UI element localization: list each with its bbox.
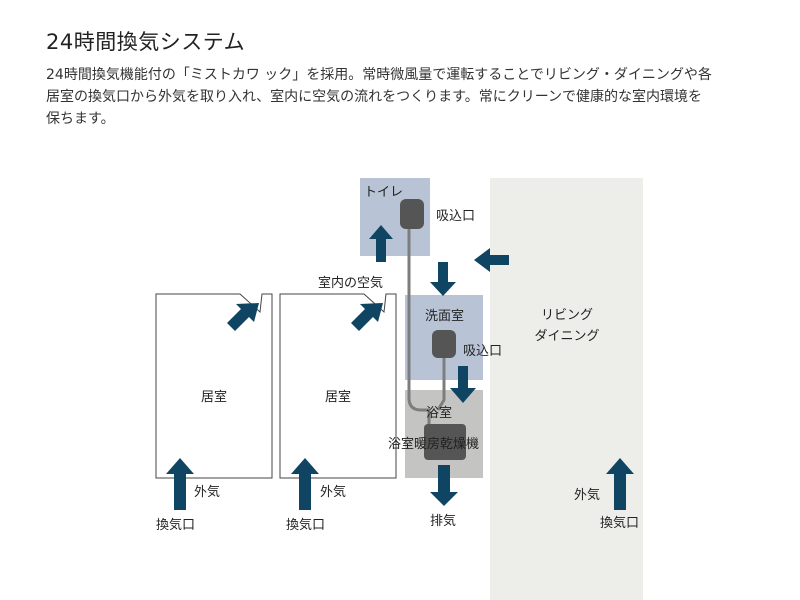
outside-air-label-1: 外気	[194, 485, 221, 500]
vent-label-2: 換気口	[286, 518, 326, 533]
living-dining-room	[490, 178, 643, 600]
bathroom-label: 浴室	[426, 406, 453, 421]
bedroom-1-air-arrow	[227, 303, 259, 331]
description-line-1: 24時間換気機能付の「ミストカワ ック」を採用。常時微風量で運転することでリビン…	[46, 67, 712, 83]
bedroom-2-label: 居室	[324, 390, 352, 405]
exhaust-down-arrow	[430, 465, 458, 506]
bedroom-1-outline	[155, 293, 273, 479]
washroom-intake-unit	[432, 330, 456, 358]
living-left-arrow	[474, 248, 509, 272]
bedroom-1-label: 居室	[200, 390, 228, 405]
toilet-label: トイレ	[364, 185, 404, 200]
exhaust-duct-branch	[436, 345, 446, 411]
bedroom-2-air-arrow	[351, 303, 383, 331]
outside-air-label-2: 外気	[320, 485, 347, 500]
vent-1-up-arrow	[166, 458, 194, 510]
washroom-down-arrow	[430, 262, 456, 296]
outside-air-label-3: 外気	[574, 488, 601, 503]
description-line-3: 保ちます。	[46, 111, 115, 127]
bedroom-2-outline	[279, 293, 397, 479]
exhaust-duct	[407, 220, 431, 440]
toilet-intake-unit	[400, 199, 424, 229]
washroom-intake-label: 吸込口	[463, 344, 503, 359]
description-line-2: 居室の換気口から外気を取り入れ、室内に空気の流れをつくります。常にクリーンで健康…	[46, 89, 703, 105]
washroom-label: 洗面室	[425, 309, 465, 324]
vent-3-up-arrow	[606, 458, 634, 510]
bath-down-arrow	[450, 366, 476, 403]
living-label-line-1: リビング	[540, 308, 594, 323]
bath-dryer-label: 浴室暖房乾燥機	[388, 437, 480, 452]
page-title: 24時間換気システム	[46, 30, 246, 54]
bath-dryer-unit	[424, 424, 466, 460]
toilet-up-arrow	[369, 225, 393, 262]
living-label-line-2: ダイニング	[534, 329, 600, 344]
vent-label-3: 換気口	[600, 516, 640, 531]
indoor-air-label: 室内の空気	[318, 276, 384, 291]
description: 24時間換気機能付の「ミストカワ ック」を採用。常時微風量で運転することでリビン…	[46, 64, 766, 130]
vent-label-1: 換気口	[156, 518, 196, 533]
exhaust-label: 排気	[430, 514, 457, 529]
toilet-intake-label: 吸込口	[436, 209, 476, 224]
vent-2-up-arrow	[291, 458, 319, 510]
